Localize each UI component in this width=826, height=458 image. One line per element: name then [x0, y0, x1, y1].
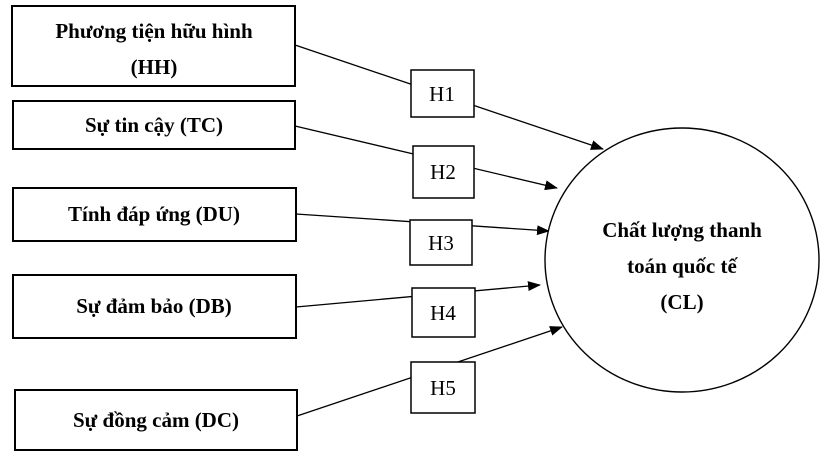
hypothesis-box-h3 [409, 219, 473, 266]
factor-label-db: Sự đảm bảo (DB) [76, 294, 232, 318]
outcome-circle [544, 127, 820, 393]
factor-box-tc [12, 100, 296, 150]
hypothesis-box-h4 [411, 287, 476, 338]
outcome-label-line3: (CL) [660, 290, 703, 314]
hypothesis-box-h5 [410, 361, 476, 414]
hypothesis-label-h1: H1 [429, 82, 455, 106]
hypothesis-box-h2 [412, 145, 475, 199]
hypothesis-box-h1 [410, 69, 475, 118]
factor-label-hh-line1: Phương tiện hữu hình [55, 19, 253, 43]
factor-box-dc [14, 389, 298, 451]
outcome-label-line2: toán quốc tế [627, 254, 738, 278]
factor-label-hh-line2: (HH) [131, 55, 178, 79]
factor-box-db [12, 274, 297, 339]
hypothesis-label-h3: H3 [428, 231, 454, 255]
factor-label-du: Tính đáp ứng (DU) [68, 202, 240, 226]
factor-label-tc: Sự tin cậy (TC) [85, 113, 223, 137]
outcome-label-line1: Chất lượng thanh [602, 218, 762, 242]
factor-label-dc: Sự đồng cảm (DC) [73, 408, 239, 432]
hypothesis-label-h5: H5 [430, 376, 456, 400]
hypothesis-label-h2: H2 [430, 160, 456, 184]
hypothesis-label-h4: H4 [430, 301, 456, 325]
factor-box-hh [11, 5, 296, 87]
factor-box-du [12, 187, 297, 242]
